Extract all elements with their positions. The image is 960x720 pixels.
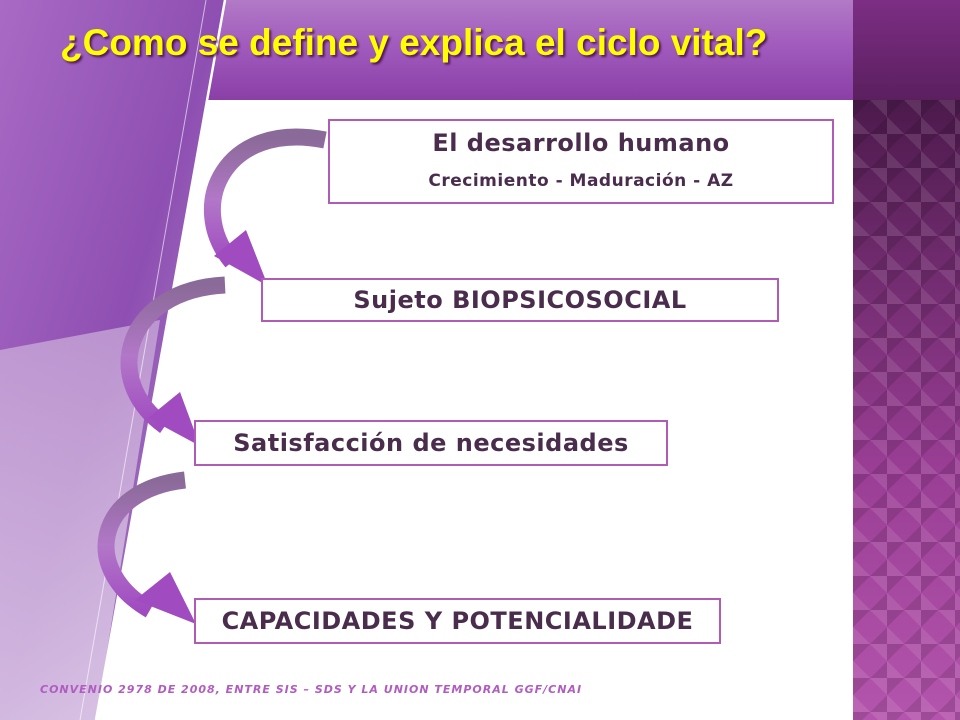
box-main-text: El desarrollo humano (432, 129, 730, 157)
box-capacidades-potencialidade: CAPACIDADES Y POTENCIALIDADE (194, 598, 721, 644)
right-decorative-strip (853, 100, 960, 720)
title-band-corner (853, 0, 960, 100)
footer-text: CONVENIO 2978 DE 2008, ENTRE SIS – SDS Y… (40, 683, 583, 696)
box-satisfaccion-necesidades: Satisfacción de necesidades (194, 420, 668, 466)
box-sujeto-biopsicosocial: Sujeto BIOPSICOSOCIAL (261, 278, 779, 322)
curved-arrow-icon (203, 128, 327, 286)
left-decorative-panel (0, 0, 227, 720)
box-subtext: Crecimiento - Maduración - AZ (428, 171, 734, 191)
slide-title: ¿Como se define y explica el ciclo vital… (60, 22, 768, 63)
curved-arrow-icon (97, 471, 196, 624)
box-desarrollo-humano: El desarrollo humano Crecimiento - Madur… (328, 119, 834, 204)
curved-arrow-icon (120, 276, 226, 446)
